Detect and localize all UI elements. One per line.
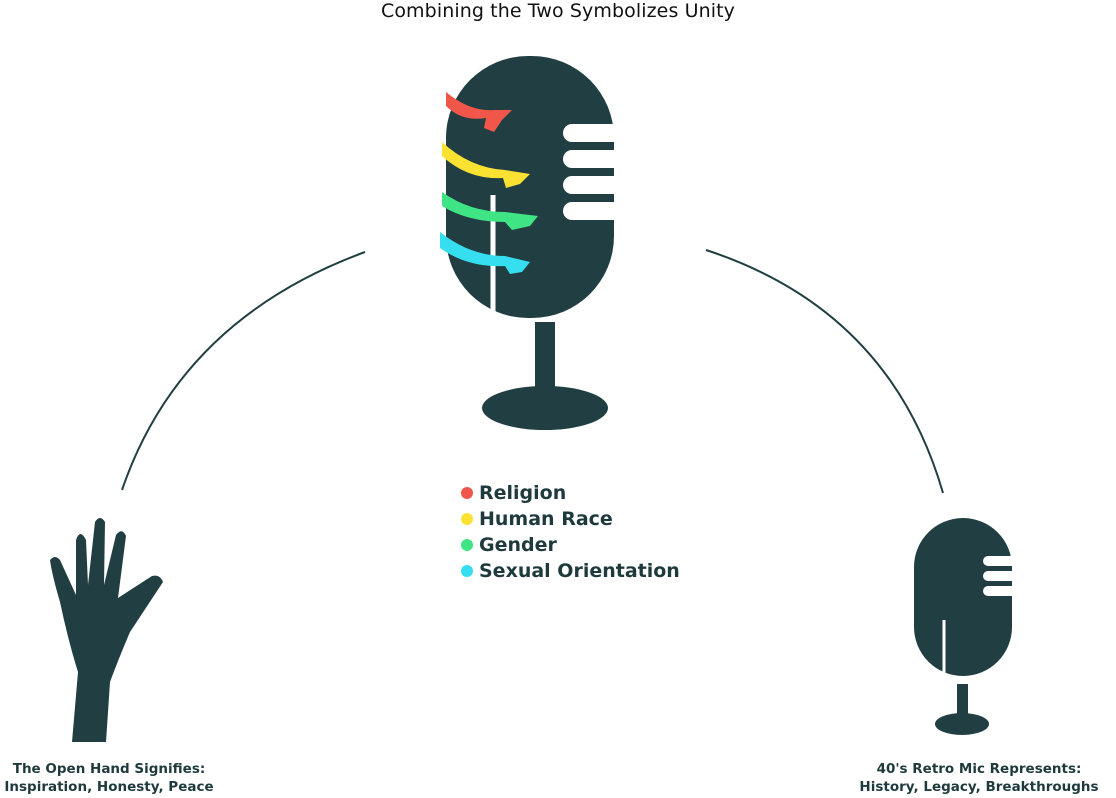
right-connector-arc — [705, 249, 944, 494]
open-hand-icon — [50, 518, 163, 742]
retro-mic-icon — [914, 518, 1017, 735]
legend-label: Sexual Orientation — [479, 560, 680, 582]
legend-label: Human Race — [479, 508, 613, 530]
unity-mic-icon — [440, 56, 623, 430]
religion-color-dot — [461, 487, 473, 499]
retro-mic-caption-values: History, Legacy, Breakthroughs — [859, 779, 1099, 795]
legend-label: Gender — [479, 534, 557, 556]
open-hand-caption: The Open Hand Signifies: Inspiration, Ho… — [0, 760, 218, 796]
open-hand-caption-values: Inspiration, Honesty, Peace — [4, 779, 214, 795]
legend-item-sexual-orientation: Sexual Orientation — [461, 558, 680, 584]
retro-mic-caption-heading: 40's Retro Mic Represents: — [876, 761, 1082, 777]
unity-legend: Religion Human Race Gender Sexual Orient… — [461, 480, 680, 584]
legend-item-gender: Gender — [461, 532, 680, 558]
open-hand-caption-heading: The Open Hand Signifies: — [12, 761, 206, 777]
diagram-title: Combining the Two Symbolizes Unity — [380, 0, 736, 22]
legend-item-religion: Religion — [461, 480, 680, 506]
gender-color-dot — [461, 539, 473, 551]
human-race-color-dot — [461, 513, 473, 525]
retro-mic-caption: 40's Retro Mic Represents: History, Lega… — [842, 760, 1116, 796]
sexual-orientation-color-dot — [461, 565, 473, 577]
left-connector-arc — [121, 251, 366, 491]
legend-label: Religion — [479, 482, 567, 504]
legend-item-human-race: Human Race — [461, 506, 680, 532]
